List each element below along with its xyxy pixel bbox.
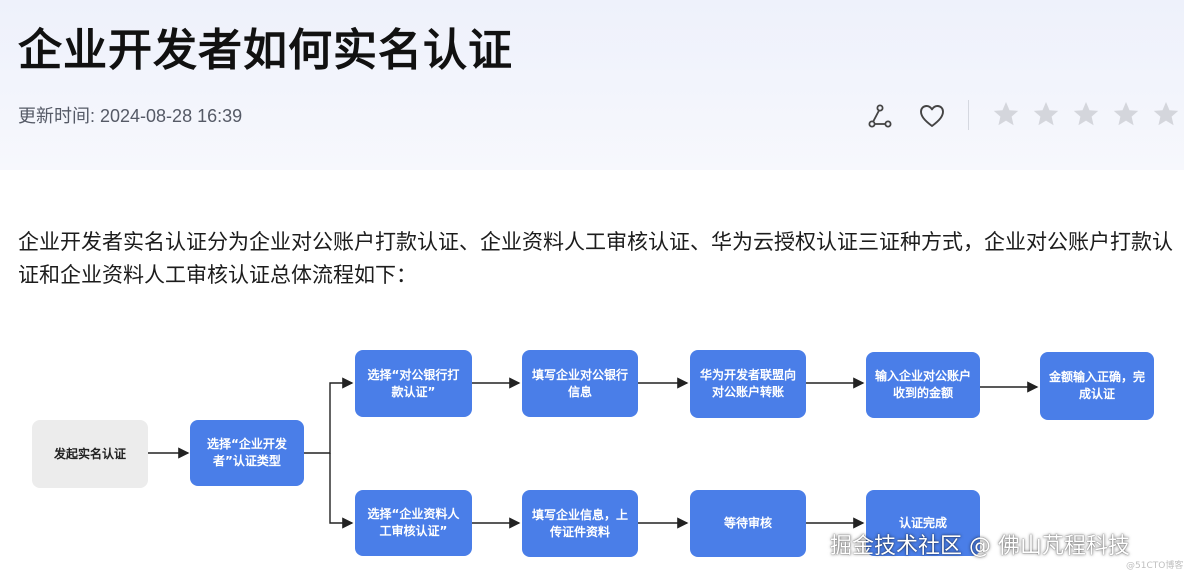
node-manual-review: 选择“企业资料人工审核认证” <box>355 490 472 556</box>
star-icon[interactable] <box>1152 100 1180 128</box>
intro-paragraph: 企业开发者实名认证分为企业对公账户打款认证、企业资料人工审核认证、华为云授权认证… <box>18 230 1173 287</box>
article-header: 企业开发者如何实名认证 更新时间: 2024-08-28 16:39 <box>0 0 1184 170</box>
star-icon[interactable] <box>1032 100 1060 128</box>
node-amount-correct: 金额输入正确，完成认证 <box>1040 352 1154 420</box>
node-wait-review: 等待审核 <box>690 490 806 557</box>
heart-icon[interactable] <box>918 102 946 130</box>
verification-flowchart: 发起实名认证 选择“企业开发者”认证类型 选择“对公银行打款认证” 填写企业对公… <box>0 340 1184 576</box>
rating-stars[interactable] <box>992 100 1180 128</box>
toolbar-divider <box>968 100 969 130</box>
watermark: 掘金技术社区 @ 佛山芃程科技 <box>830 534 1130 559</box>
node-bank-transfer: 选择“对公银行打款认证” <box>355 350 472 417</box>
star-icon[interactable] <box>1072 100 1100 128</box>
watermark-small: @51CTO博客 <box>1126 561 1184 571</box>
update-time: 更新时间: 2024-08-28 16:39 <box>18 106 243 126</box>
flow-connectors <box>148 377 1039 529</box>
star-icon[interactable] <box>1112 100 1140 128</box>
node-upload-docs: 填写企业信息，上传证件资料 <box>522 490 638 557</box>
node-complete: 认证完成 <box>866 490 980 556</box>
star-icon[interactable] <box>992 100 1020 128</box>
node-enter-amount: 输入企业对公账户收到的金额 <box>866 352 980 418</box>
node-start: 发起实名认证 <box>32 420 148 488</box>
node-choose-type: 选择“企业开发者”认证类型 <box>190 420 304 486</box>
node-union-transfer: 华为开发者联盟向对公账户转账 <box>690 350 806 418</box>
page-title: 企业开发者如何实名认证 <box>18 25 513 76</box>
node-fill-bank-info: 填写企业对公银行信息 <box>522 350 638 417</box>
share-icon[interactable] <box>866 102 894 130</box>
